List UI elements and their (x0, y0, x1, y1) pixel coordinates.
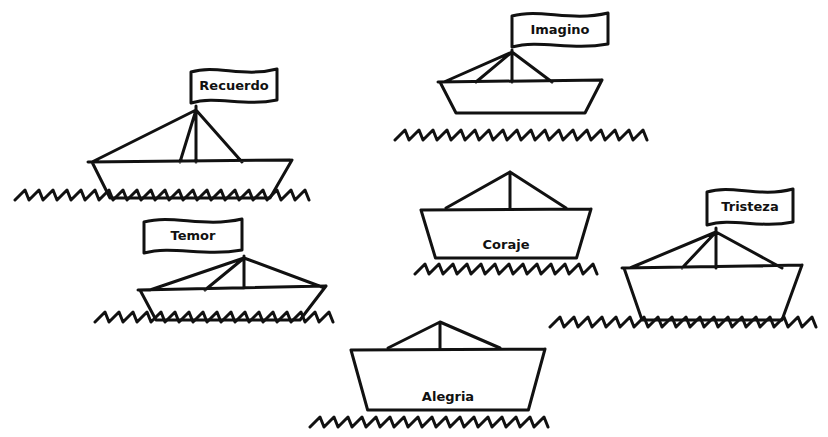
boat-hull: Alegria (350, 348, 546, 412)
wave-line (550, 317, 816, 327)
boat-word: Tristeza (721, 199, 778, 215)
flag-shape (191, 69, 277, 103)
boat-rigging (88, 106, 292, 198)
hull-shape (351, 349, 545, 410)
boat-rigging (388, 322, 500, 348)
flag-label: Tristeza (705, 186, 795, 228)
wave-line (310, 417, 548, 427)
flag-shape (512, 13, 608, 47)
boat-rigging (138, 256, 326, 320)
boat-rigging (622, 228, 802, 320)
hull-shape (421, 209, 591, 258)
wave-line (415, 264, 597, 274)
boat-rigging (446, 172, 566, 208)
wave-line (395, 130, 647, 140)
boat-word: Alegria (422, 389, 474, 405)
wave-line (95, 312, 333, 322)
boat-word: Recuerdo (199, 78, 268, 94)
flag-label: Temor (142, 216, 244, 256)
wave-line (15, 190, 309, 200)
flag-shape (144, 219, 242, 253)
boat-rigging (438, 50, 602, 113)
boat-word: Coraje (483, 237, 530, 253)
boat-hull: Coraje (420, 208, 592, 260)
boat-word: Temor (171, 228, 216, 244)
flag-label: Recuerdo (189, 66, 279, 106)
flag-label: Imagino (510, 10, 610, 50)
boat-word: Imagino (530, 22, 589, 38)
flag-shape (707, 189, 793, 225)
